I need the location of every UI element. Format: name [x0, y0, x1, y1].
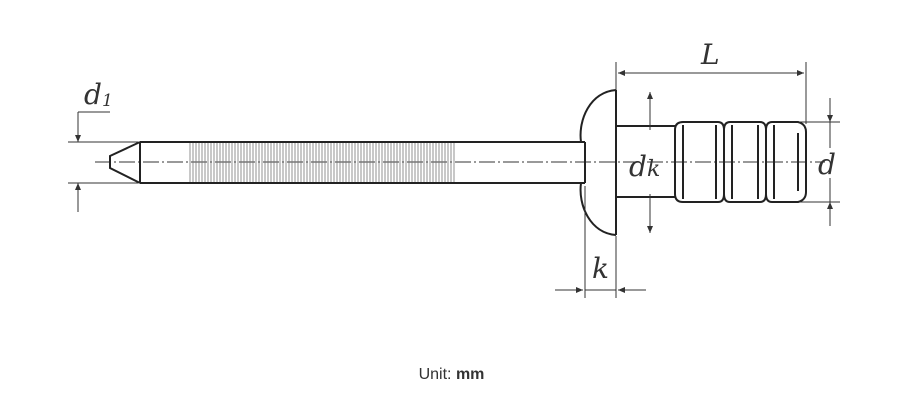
rivet-head — [579, 89, 617, 236]
rivet-sleeve — [674, 121, 807, 203]
dimension-k — [555, 186, 646, 298]
label-dk: dk — [629, 150, 660, 183]
rivet-body — [616, 125, 675, 198]
unit-caption-value: mm — [455, 366, 485, 383]
dimension-L — [615, 62, 807, 124]
label-d1: d1 — [84, 78, 113, 111]
mandrel-body — [139, 141, 585, 184]
label-L: L — [700, 38, 720, 71]
unit-caption-prefix: Unit: — [418, 366, 452, 383]
dimension-d1 — [68, 111, 138, 212]
dimension-d — [800, 98, 840, 226]
mandrel-tip — [109, 141, 141, 184]
rivet-drawing: d1 L dk d k — [68, 38, 840, 298]
label-d: d — [818, 148, 836, 181]
mandrel-grooves — [189, 143, 455, 182]
unit-caption: Unit: mm — [0, 366, 903, 384]
label-k: k — [592, 252, 609, 285]
